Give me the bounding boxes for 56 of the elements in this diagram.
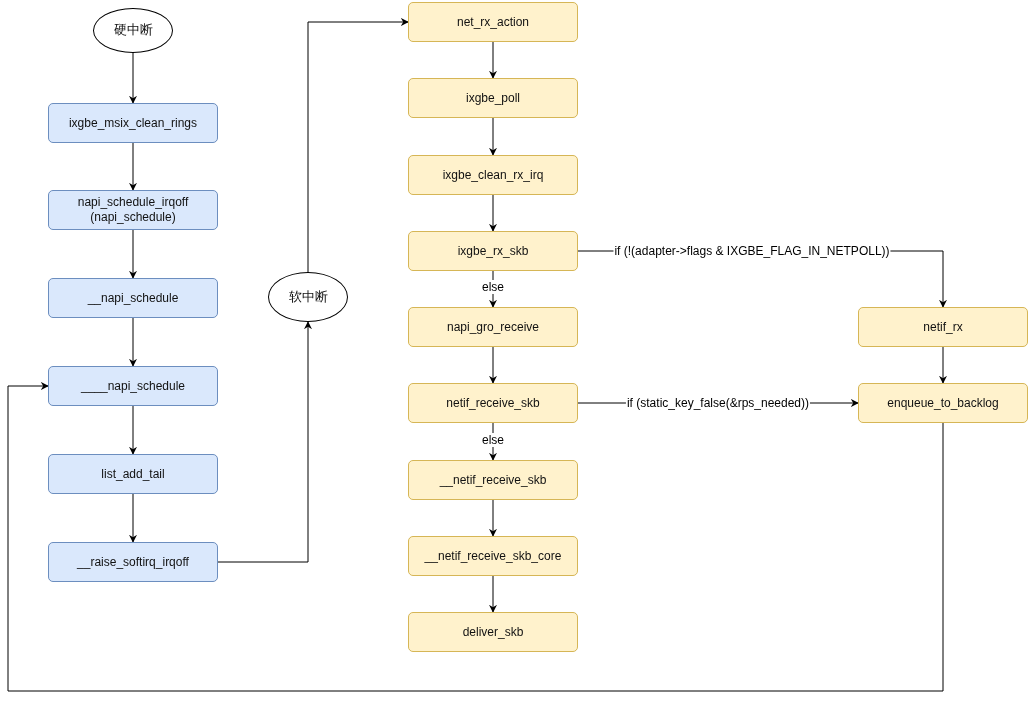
function-box [48, 366, 218, 406]
function-name: deliver_skb [461, 624, 525, 640]
arrow [129, 317, 137, 367]
function-box [858, 383, 1028, 423]
function-name: enqueue_to_backlog [886, 395, 1000, 411]
function-name: netif_rx [922, 319, 964, 335]
function-name: list_add_tail [100, 466, 166, 482]
arrow [7, 382, 944, 692]
function-box [408, 78, 578, 118]
function-name: __netif_receive_skb_core [423, 548, 563, 564]
function-name: ____napi_schedule [79, 378, 187, 394]
function-name: 硬中断 [112, 22, 154, 39]
arrow [129, 52, 137, 104]
function-name: 软中断 [287, 288, 329, 306]
function-box [408, 307, 578, 347]
function-name: napi_schedule_irqoff (napi_schedule) [76, 195, 190, 225]
edge-label: else [481, 432, 505, 447]
arrow [489, 117, 497, 156]
function-box [48, 278, 218, 318]
function-name: netif_receive_skb [445, 395, 541, 411]
function-name: ixgbe_rx_skb [456, 243, 530, 259]
function-name: napi_gro_receive [445, 319, 541, 335]
edge-label: if (static_key_false(&rps_needed)) [625, 396, 811, 410]
function-name: net_rx_action [455, 14, 530, 30]
arrow [307, 18, 409, 273]
arrow [129, 142, 137, 191]
function-box [858, 307, 1028, 347]
function-name: __netif_receive_skb [438, 472, 548, 488]
function-name: ixgbe_msix_clean_rings [67, 115, 199, 131]
arrow [129, 405, 137, 455]
edge-label: if (!(adapter->flags & IXGBE_FLAG_IN_NETPOLL)) [613, 244, 891, 258]
arrow [489, 194, 497, 232]
function-box [408, 612, 578, 652]
function-name: __raise_softirq_irqoff [76, 554, 190, 570]
function-box [48, 542, 218, 582]
function-box [48, 454, 218, 494]
function-name: ixgbe_poll [464, 90, 521, 106]
arrow [489, 499, 497, 537]
function-box [48, 103, 218, 143]
function-box [408, 231, 578, 271]
function-box [408, 155, 578, 195]
arrow [489, 575, 497, 613]
arrow [939, 346, 947, 384]
arrow [129, 229, 137, 279]
function-box [408, 460, 578, 500]
function-name: __napi_schedule [86, 290, 180, 306]
function-box [48, 190, 218, 230]
function-box [408, 383, 578, 423]
arrow [489, 346, 497, 384]
arrow [217, 321, 312, 563]
edge-label: else [481, 280, 505, 294]
function-box [408, 536, 578, 576]
arrow [129, 493, 137, 543]
function-name: ixgbe_clean_rx_irq [441, 167, 545, 183]
arrow [489, 41, 497, 79]
function-box [408, 2, 578, 42]
